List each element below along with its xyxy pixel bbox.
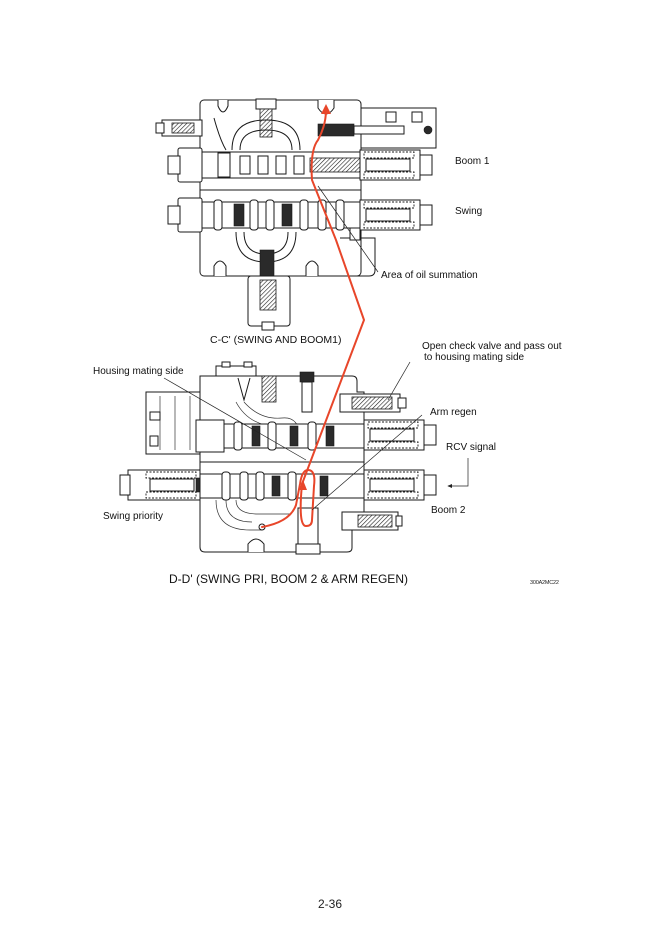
label-oil-summation: Area of oil summation: [381, 270, 478, 281]
swing-spool-lands: [213, 199, 345, 231]
flow-arrowhead-lower: [299, 480, 307, 490]
rcv-signal-arrow: [447, 458, 469, 489]
label-check-valve-line2: to housing mating side: [424, 352, 525, 363]
caption-c-c: C-C' (SWING AND BOOM1): [210, 334, 342, 346]
label-swing: Swing: [455, 206, 483, 217]
leader-check-valve: [387, 361, 411, 401]
leader-arm-regen: [311, 414, 423, 511]
leader-oil-summation: [317, 185, 379, 273]
label-check-valve-line1: Open check valve and pass out: [422, 341, 562, 352]
label-boom1: Boom 1: [455, 156, 490, 167]
label-arm-regen: Arm regen: [430, 407, 477, 418]
top-valve-section: [155, 98, 437, 331]
flow-arrowhead: [321, 104, 331, 114]
boom2-spool-lands: [221, 471, 329, 501]
bottom-valve-body: [199, 375, 365, 553]
bottom-valve-section: [119, 361, 437, 555]
oil-flow-line: [261, 109, 365, 528]
oil-flow-path: [261, 104, 365, 528]
caption-d-d: D-D' (SWING PRI, BOOM 2 & ARM REGEN): [169, 572, 408, 586]
label-boom2: Boom 2: [431, 505, 466, 516]
label-swing-priority: Swing priority: [103, 511, 164, 522]
leader-housing-mating-side: [163, 377, 307, 461]
label-housing-mating-side: Housing mating side: [93, 366, 184, 377]
page-number: 2-36: [318, 897, 343, 911]
label-rcv-signal: RCV signal: [446, 442, 497, 453]
leader-lines: [163, 185, 469, 511]
boom1-spool-lands: [239, 155, 305, 175]
arm-regen-spool-lands: [233, 421, 335, 451]
figure-code: 300A2MC22: [530, 580, 559, 586]
